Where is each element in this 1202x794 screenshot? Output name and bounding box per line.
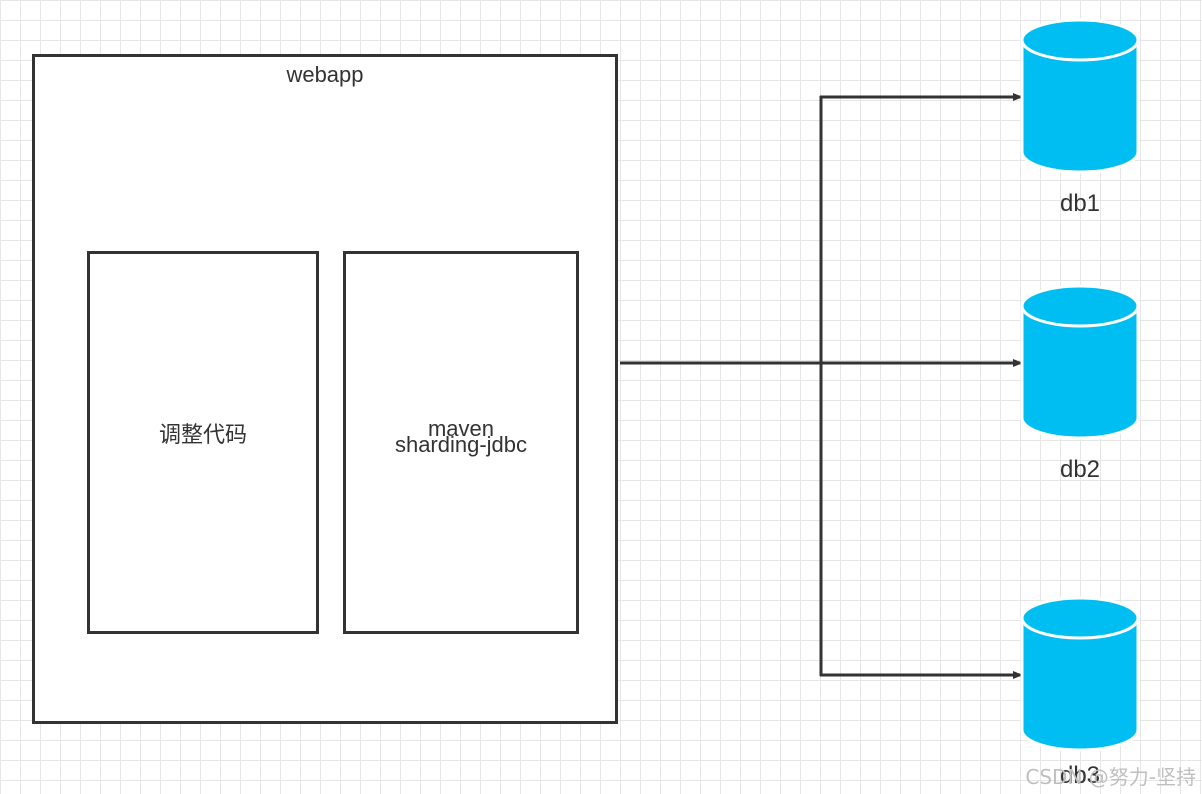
db2-label: db2 (1059, 456, 1101, 483)
webapp-title: webapp (286, 62, 364, 87)
csdn-watermark: CSDN @努力-坚持 (1025, 765, 1196, 789)
maven-label: maven (427, 415, 495, 441)
db3-cylinder-icon (1020, 596, 1140, 752)
sharding-jdbc-label: sharding-jdbc (394, 431, 528, 457)
adjust-code-module: 调整代码 (87, 251, 319, 634)
sharding-jdbc-module: maven sharding-jdbc (343, 251, 579, 634)
db3-label: db3 (1059, 762, 1101, 789)
db1-cylinder-icon (1020, 18, 1140, 174)
db2-cylinder-icon (1020, 284, 1140, 440)
adjust-code-label: 调整代码 (158, 422, 247, 448)
db1-label: db1 (1059, 190, 1101, 217)
